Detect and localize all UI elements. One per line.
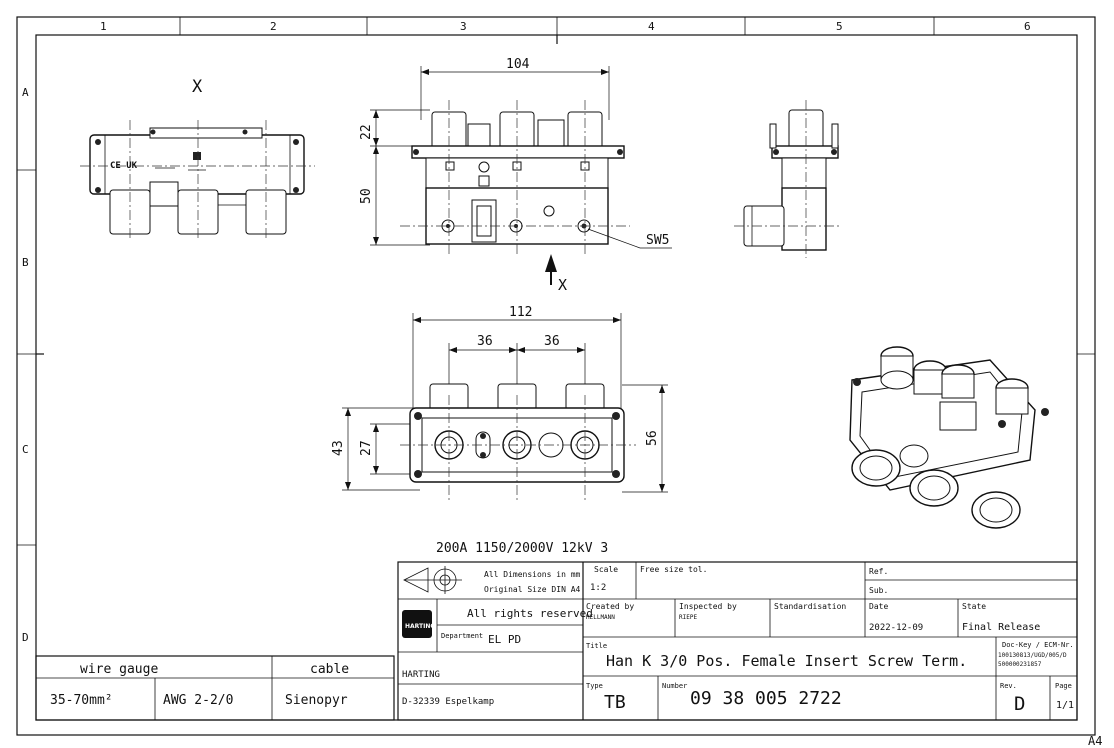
column-labels: 1 2 3 4 5 6 — [100, 20, 1031, 33]
company-name: HARTING — [402, 670, 440, 680]
drawing-title: Han K 3/0 Pos. Female Insert Screw Term. — [606, 652, 967, 670]
dockey-1: 100130813/UGD/005/D — [998, 652, 1067, 659]
svg-text:HARTING: HARTING — [405, 623, 435, 630]
scale-label: Scale — [594, 565, 618, 574]
dim-height-inner: 27 — [359, 440, 374, 456]
page-value: 1/1 — [1056, 700, 1074, 711]
column-label: 3 — [460, 20, 467, 33]
column-label: 4 — [648, 20, 655, 33]
front-view: 104 22 50 — [359, 57, 672, 294]
row-label: B — [22, 256, 29, 269]
dim-pitch-left: 36 — [477, 334, 493, 349]
type-label: Type — [586, 682, 603, 690]
scale-value: 1:2 — [590, 583, 606, 593]
rights-text: All rights reserved — [467, 607, 593, 620]
column-label: 2 — [270, 20, 277, 33]
row-label: D — [22, 631, 29, 644]
dim-width-bottom: 112 — [509, 305, 532, 320]
date-label: Date — [869, 602, 888, 611]
date-value: 2022-12-09 — [869, 623, 923, 633]
view-label: X — [192, 77, 203, 97]
rating-text: 200A 1150/2000V 12kV 3 — [436, 541, 608, 556]
dim-width: 104 — [506, 57, 530, 72]
all-dimensions: All Dimensions in mm — [484, 570, 581, 579]
dim-height-outer: 43 — [331, 440, 346, 456]
harting-logo — [402, 610, 432, 638]
dockey-label: Doc-Key / ECM-Nr. — [1002, 641, 1074, 649]
original-size: Original Size DIN A4 — [484, 585, 581, 594]
column-label: 1 — [100, 20, 107, 33]
view-arrow-label: X — [558, 276, 567, 294]
gauge-awg: AWG 2-2/0 — [163, 693, 233, 708]
department-value: EL PD — [488, 633, 521, 646]
row-labels: A B C D — [22, 86, 29, 644]
number-value: 09 38 005 2722 — [690, 688, 842, 709]
inspected-value: RIEPE — [679, 614, 697, 621]
view-x: X CE UK — [80, 77, 315, 240]
column-label: 6 — [1024, 20, 1031, 33]
title-label: Title — [586, 642, 607, 650]
gauge-metric: 35-70mm² — [50, 693, 113, 708]
dim-lower-height: 50 — [359, 188, 374, 204]
rev-value: D — [1014, 693, 1025, 715]
cable-header: cable — [310, 662, 349, 677]
state-value: Final Release — [962, 622, 1040, 633]
wire-gauge-header: wire gauge — [80, 662, 158, 677]
page-label: Page — [1055, 682, 1072, 690]
row-label: C — [22, 443, 29, 456]
number-label: Number — [662, 682, 687, 690]
row-label: A — [22, 86, 29, 99]
standardisation-label: Standardisation — [774, 602, 846, 611]
ref-label: Ref. — [869, 567, 888, 576]
dim-upper-height: 22 — [359, 124, 374, 140]
rev-label: Rev. — [1000, 682, 1017, 690]
department-label: Department — [441, 632, 483, 640]
company-address: D-32339 Espelkamp — [402, 697, 494, 707]
sub-label: Sub. — [869, 586, 888, 595]
cable-value: Sienopyr — [285, 693, 348, 708]
side-view — [734, 100, 840, 258]
type-value: TB — [604, 692, 626, 713]
state-label: State — [962, 602, 986, 611]
dockey-2: 500000231857 — [998, 661, 1042, 668]
isometric-view — [849, 346, 1049, 529]
format-mark: A4 — [1088, 734, 1102, 748]
created-value: HELLMANN — [586, 614, 615, 621]
inspected-label: Inspected by — [679, 602, 737, 611]
column-label: 5 — [836, 20, 843, 33]
wire-table: wire gauge cable 35-70mm² AWG 2-2/0 Sien… — [35, 655, 395, 721]
wrench-size: SW5 — [646, 233, 669, 248]
title-block: All Dimensions in mm Original Size DIN A… — [397, 561, 1078, 721]
created-label: Created by — [586, 602, 634, 611]
dim-pitch-right: 36 — [544, 334, 560, 349]
bottom-view: 112 36 36 43 27 56 — [331, 305, 668, 500]
dim-depth: 56 — [645, 430, 660, 446]
tolerance: Free size tol. — [640, 565, 707, 574]
